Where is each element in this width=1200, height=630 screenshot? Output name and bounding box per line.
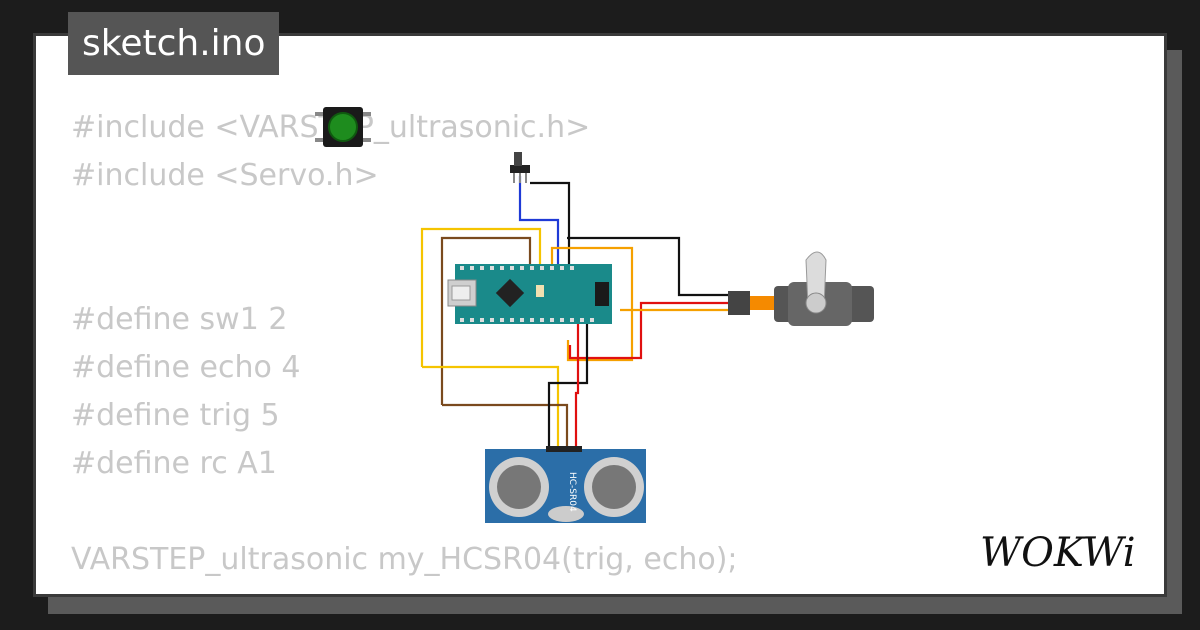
slide-switch[interactable] xyxy=(510,152,530,183)
wire-orange-servo xyxy=(550,246,634,362)
logo-wordmark: WOKWi xyxy=(980,530,1136,576)
wire-red-vcc xyxy=(574,322,580,450)
wire-yellow-top xyxy=(420,227,542,367)
servo-motor[interactable] xyxy=(728,251,887,326)
wire-brown xyxy=(440,236,532,405)
code-line: VARSTEP_ultrasonic my_HCSR04(trig, echo)… xyxy=(71,542,738,577)
arduino-nano-board[interactable] xyxy=(447,264,612,324)
code-line: #define sw1 2 xyxy=(71,302,288,337)
code-line: #include <VARSTEP_ultrasonic.h> xyxy=(71,110,591,145)
pushbutton[interactable] xyxy=(315,107,371,147)
code-line: #define echo 4 xyxy=(71,350,301,385)
sensor-model-label: HC-SR04 xyxy=(567,472,577,512)
wokwi-logo: WOKWi xyxy=(980,530,1136,576)
hc-sr04-sensor[interactable]: HC-SR04 xyxy=(485,446,646,523)
code-listing: #include <VARSTEP_ultrasonic.h> #include… xyxy=(71,104,738,594)
wire-black-switch xyxy=(530,181,571,266)
sketch-filename-tab[interactable]: sketch.ino xyxy=(68,12,280,75)
wire-blue xyxy=(518,176,560,266)
wire-brown-trig xyxy=(442,403,569,450)
code-line: #define rc A1 xyxy=(71,446,277,481)
wire-black-gnd xyxy=(547,322,589,450)
code-line: #include <Servo.h> xyxy=(71,158,379,193)
code-line: #define trig 5 xyxy=(71,398,280,433)
wires xyxy=(420,176,728,450)
wire-yellow-echo xyxy=(422,365,560,450)
wire-black-servo xyxy=(567,236,728,297)
wire-red-servo xyxy=(568,301,728,360)
code-line: Serv xyxy=(71,584,738,594)
